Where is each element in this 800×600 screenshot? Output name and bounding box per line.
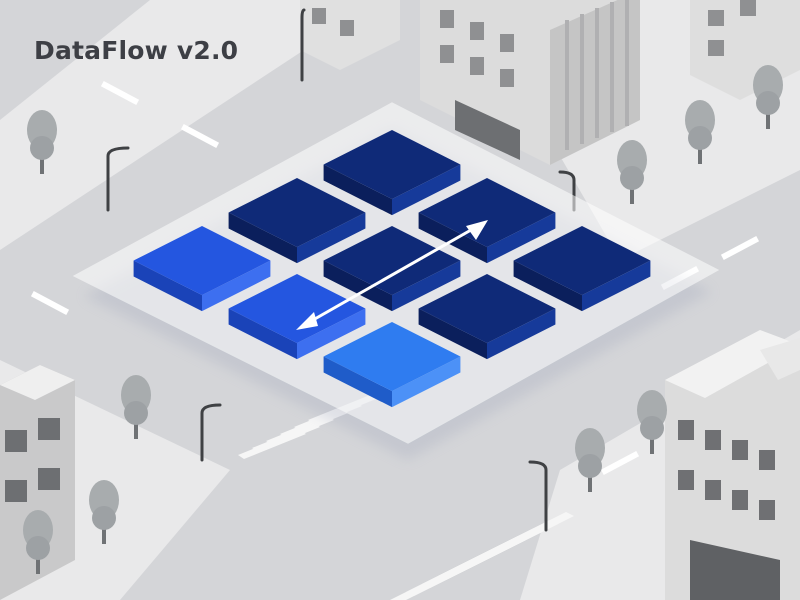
data-tile	[228, 178, 366, 264]
street-lamps	[106, 8, 576, 532]
building-bottom-right	[665, 330, 800, 600]
tree	[121, 375, 151, 439]
street-lamp	[200, 403, 222, 462]
tree	[23, 510, 53, 574]
building-top-left	[300, 0, 400, 70]
data-tile	[418, 274, 556, 360]
tree	[575, 428, 605, 492]
data-tile	[418, 178, 556, 264]
double-headed-arrow-icon	[296, 220, 488, 330]
data-tile	[228, 274, 366, 360]
data-tile	[323, 322, 461, 408]
tree	[685, 100, 715, 164]
tree	[89, 480, 119, 544]
sidewalk-block-nw	[0, 0, 380, 250]
street-lamp	[106, 146, 130, 212]
street-lamp	[558, 170, 576, 212]
app-title: DataFlow v2.0	[34, 36, 239, 65]
building-bottom-left	[0, 365, 75, 600]
tree	[617, 140, 647, 204]
tree	[753, 65, 783, 129]
trees	[23, 65, 783, 574]
data-tile	[323, 130, 461, 216]
tree	[637, 390, 667, 454]
tree	[27, 110, 57, 174]
data-tile	[323, 226, 461, 312]
street-lamp	[300, 8, 306, 82]
data-tile	[133, 226, 271, 312]
street-lamp	[528, 460, 548, 532]
data-tile-grid	[133, 130, 651, 408]
crosswalk-bottom	[390, 512, 574, 600]
data-tile	[513, 226, 651, 312]
building-top-center	[420, 0, 640, 165]
